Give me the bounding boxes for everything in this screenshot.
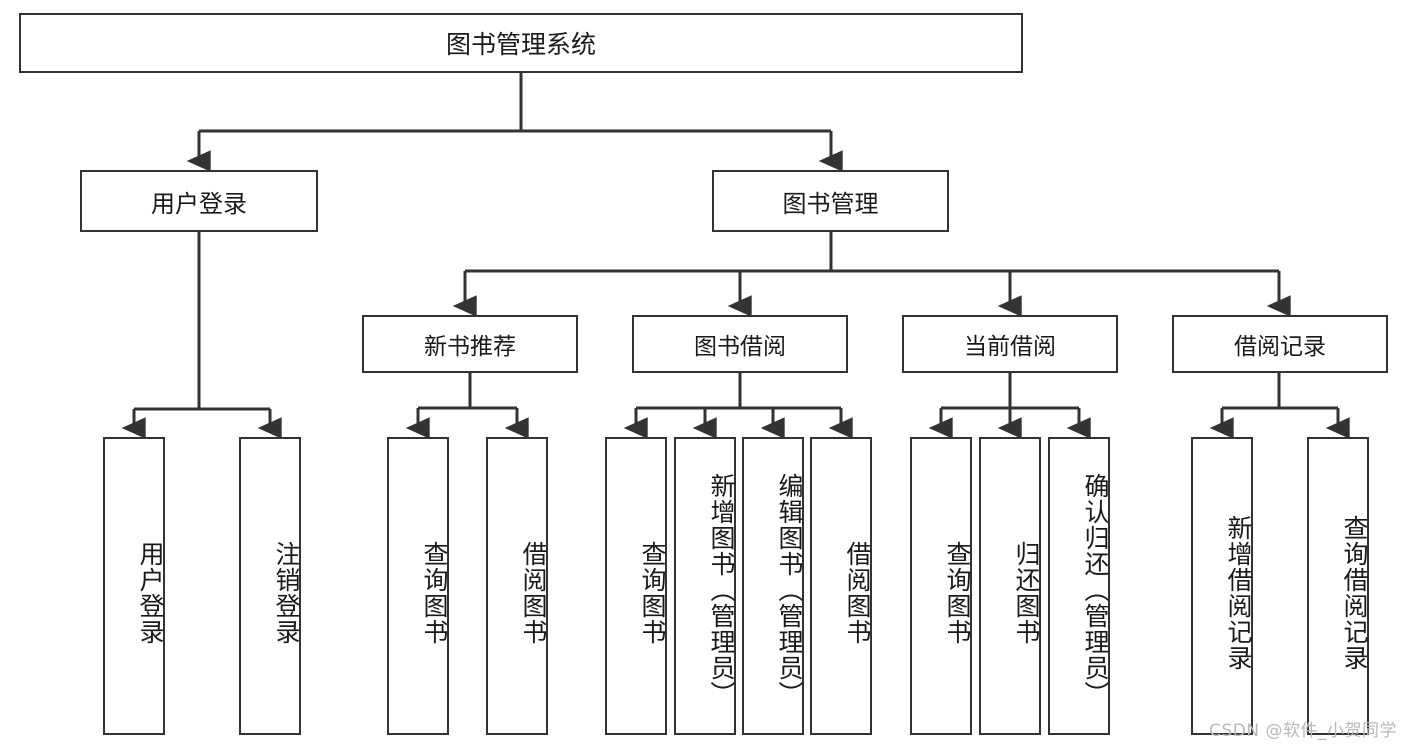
- leaf-query-book-recommend[interactable]: 查询图书: [387, 437, 449, 735]
- node-label: 用户登录: [151, 189, 247, 218]
- leaf-add-borrow-record[interactable]: 新增借阅记录: [1191, 437, 1253, 735]
- node-new-book-recommend[interactable]: 新书推荐: [362, 315, 578, 373]
- leaf-confirm-return-admin[interactable]: 确认归还（管理员）: [1048, 437, 1110, 735]
- node-label: 新增借阅记录: [1224, 515, 1253, 671]
- node-label: 确认归还（管理员）: [1081, 473, 1110, 707]
- node-label: 借阅记录: [1234, 334, 1326, 360]
- leaf-return-book[interactable]: 归还图书: [979, 437, 1041, 735]
- node-label: 用户登录: [136, 541, 165, 645]
- node-label: 图书管理系统: [445, 30, 596, 59]
- leaf-borrow-book[interactable]: 借阅图书: [810, 437, 872, 735]
- node-label: 查询图书: [943, 541, 972, 645]
- node-root-book-management-system[interactable]: 图书管理系统: [19, 13, 1023, 73]
- node-label: 新书推荐: [424, 334, 516, 360]
- node-user-login[interactable]: 用户登录: [80, 170, 318, 232]
- node-label: 新增图书（管理员）: [707, 473, 736, 707]
- leaf-borrow-book-recommend[interactable]: 借阅图书: [486, 437, 548, 735]
- leaf-edit-book-admin[interactable]: 编辑图书（管理员）: [742, 437, 804, 735]
- node-label: 图书管理: [782, 189, 879, 218]
- node-label: 当前借阅: [964, 334, 1056, 360]
- node-current-borrow[interactable]: 当前借阅: [902, 315, 1118, 373]
- node-label: 借阅图书: [843, 541, 872, 645]
- node-label: 图书借阅: [694, 334, 786, 360]
- node-label: 归还图书: [1012, 541, 1041, 645]
- leaf-query-book-borrow[interactable]: 查询图书: [605, 437, 667, 735]
- node-label: 注销登录: [272, 541, 301, 645]
- csdn-watermark: CSDN @软件_小贺同学: [1209, 721, 1397, 741]
- leaf-add-book-admin[interactable]: 新增图书（管理员）: [674, 437, 736, 735]
- leaf-query-borrow-record[interactable]: 查询借阅记录: [1307, 437, 1369, 735]
- node-label: 查询借阅记录: [1340, 515, 1369, 671]
- node-label: 编辑图书（管理员）: [775, 473, 804, 707]
- node-label: 借阅图书: [519, 541, 548, 645]
- node-label: 查询图书: [638, 541, 667, 645]
- leaf-logout[interactable]: 注销登录: [239, 437, 301, 735]
- node-book-management[interactable]: 图书管理: [712, 170, 949, 232]
- node-borrow-record[interactable]: 借阅记录: [1172, 315, 1388, 373]
- leaf-query-book-current[interactable]: 查询图书: [910, 437, 972, 735]
- leaf-user-login[interactable]: 用户登录: [103, 437, 165, 735]
- node-label: 查询图书: [420, 541, 449, 645]
- node-book-borrow[interactable]: 图书借阅: [632, 315, 848, 373]
